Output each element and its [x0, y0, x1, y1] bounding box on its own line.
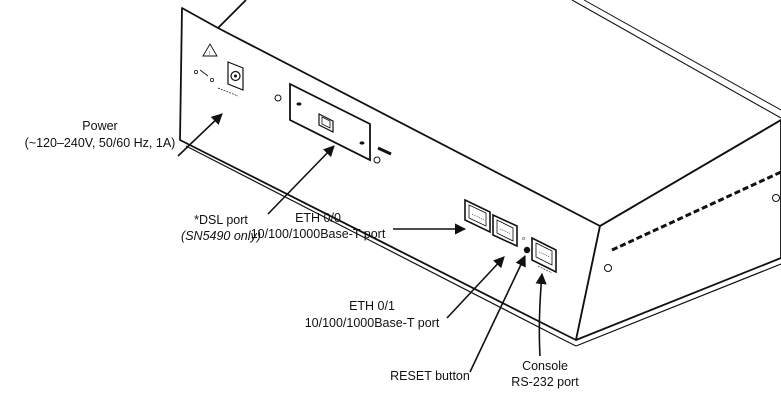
screw-icon	[274, 94, 282, 102]
eth0-label: ETH 0/0	[295, 211, 341, 225]
power-area: !	[193, 43, 244, 97]
callout-arrows	[177, 113, 547, 373]
callout-labels: Power (~120–240V, 50/60 Hz, 1A) *DSL por…	[25, 119, 580, 389]
side-screw-icon	[772, 194, 780, 202]
top-groove-2	[583, 0, 781, 111]
bottom-lip	[185, 145, 577, 347]
rear-panel-face	[179, 7, 601, 341]
eth-port-inner	[496, 219, 514, 242]
dsl-model-note: (SN5490 only)	[181, 229, 261, 243]
power-callout-arrow	[177, 113, 223, 157]
reset-area: o	[522, 236, 531, 254]
eth1-callout-arrow	[446, 256, 505, 319]
power-spec-label: (~120–240V, 50/60 Hz, 1A)	[25, 136, 176, 150]
eth-port-pins	[499, 228, 512, 235]
console-port	[531, 236, 557, 274]
eth-port-jack	[464, 198, 491, 234]
reset-button-label: RESET button	[390, 369, 470, 383]
console-callout-arrow	[535, 272, 547, 357]
reset-marking: o	[522, 236, 525, 242]
bottom-lip-side	[575, 263, 781, 347]
power-label: Power	[82, 119, 117, 133]
warning-glyph: !	[209, 51, 211, 57]
warning-triangle-icon	[202, 43, 218, 57]
console-port-jack	[531, 236, 557, 274]
console-port-inner	[535, 242, 553, 266]
router-chassis	[179, 0, 781, 347]
side-panel-face	[575, 119, 781, 341]
power-symbol-line	[199, 69, 209, 77]
dsl-slot-edge	[377, 146, 392, 156]
dsl-port-inner	[321, 116, 331, 129]
dsl-callout-arrow	[267, 145, 335, 215]
eth-port-jack	[492, 213, 518, 248]
eth-port-inner	[468, 204, 487, 227]
power-marking	[217, 87, 239, 97]
console-marking	[537, 265, 553, 274]
screw-icon	[373, 156, 381, 164]
eth-port-0-0	[464, 198, 491, 234]
top-groove	[571, 0, 781, 119]
console-spec-label: RS-232 port	[511, 375, 579, 389]
dsl-port-label: *DSL port	[194, 213, 248, 227]
eth-port-pins	[471, 213, 485, 221]
power-jack-pin-icon	[234, 74, 237, 78]
console-label: Console	[522, 359, 568, 373]
console-port-pins	[538, 251, 551, 258]
power-switch-icon	[193, 70, 198, 75]
dsl-led-icon	[296, 102, 302, 106]
eth0-spec-label: 10/100/1000Base-T port	[251, 227, 386, 241]
power-switch-icon	[209, 78, 214, 83]
top-edge-far	[599, 119, 781, 227]
eth1-label: ETH 0/1	[349, 299, 395, 313]
eth-port-0-1	[492, 213, 518, 248]
eth1-spec-label: 10/100/1000Base-T port	[305, 316, 440, 330]
dsl-led-icon	[359, 141, 365, 145]
dsl-module	[274, 82, 392, 164]
side-screw-icon	[604, 264, 612, 272]
reset-callout-arrow	[469, 254, 526, 373]
side-vent-strip	[611, 170, 781, 252]
reset-button-icon	[523, 246, 531, 254]
top-edge	[217, 0, 247, 29]
